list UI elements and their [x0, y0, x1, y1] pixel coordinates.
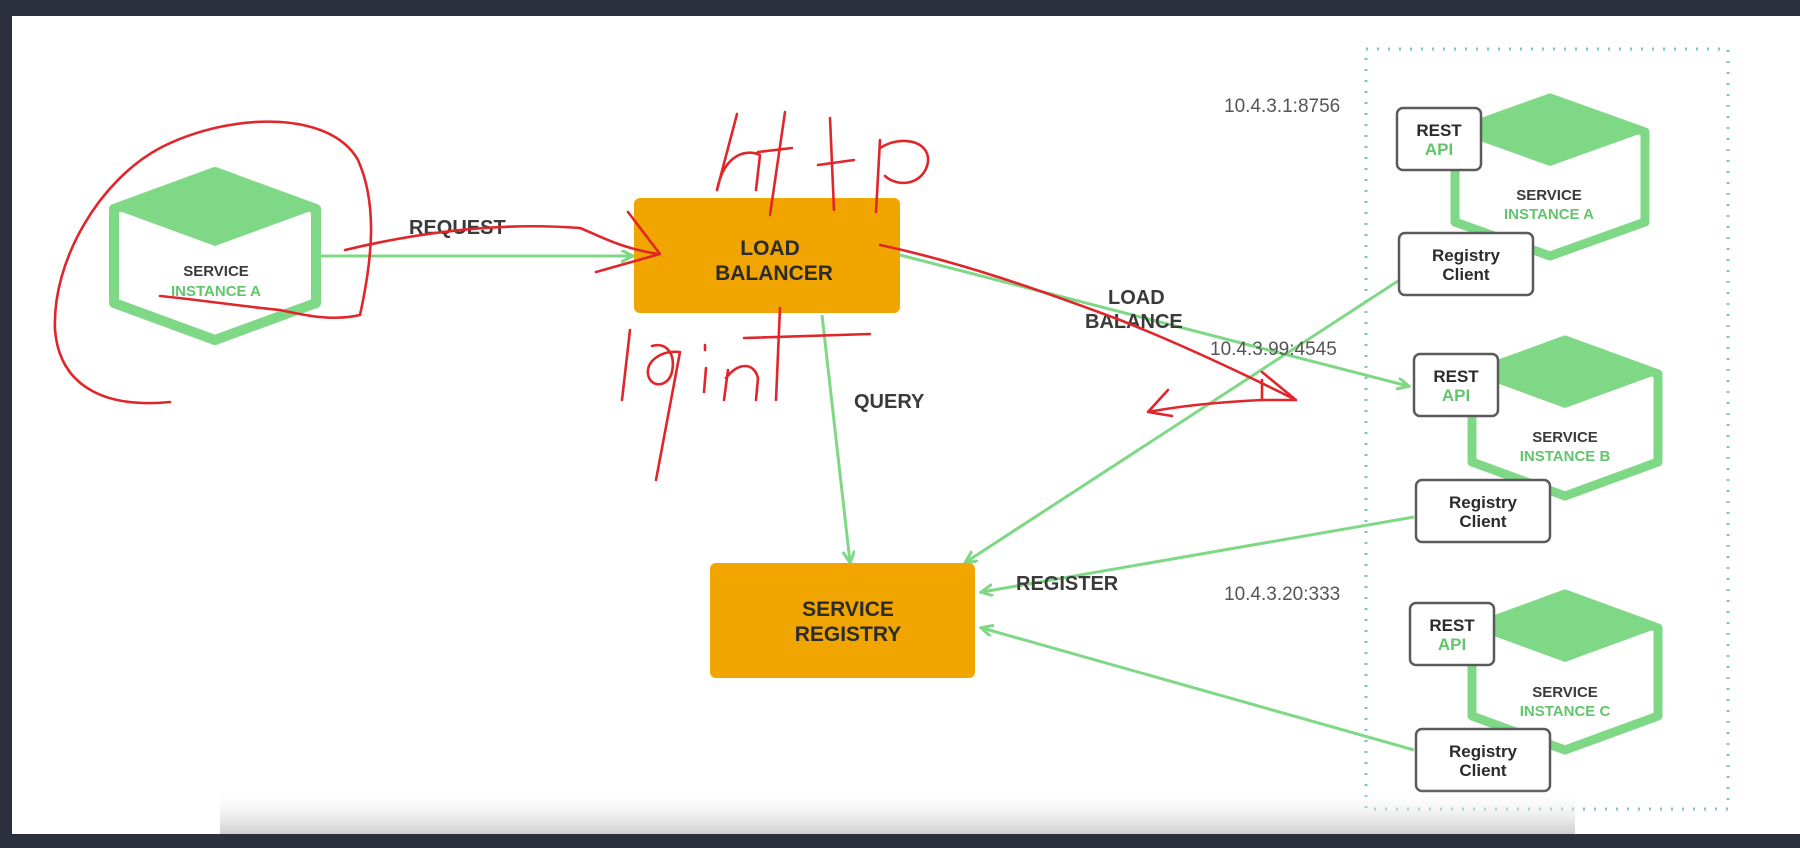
register-label: REGISTER [1016, 573, 1119, 595]
instance-a-service: SERVICE [1516, 187, 1582, 204]
instance-c-rest-api [1408, 601, 1496, 667]
instance-a-rest-label: REST [1416, 121, 1462, 140]
service-registry-line1: SERVICE [802, 598, 894, 621]
instance-c-registry-line1: Registry [1449, 742, 1518, 761]
load-balance-arrow [899, 253, 1408, 386]
instance-b-registry-client [1414, 478, 1552, 544]
instance-a-api-label: API [1425, 140, 1453, 159]
instance-b-api-label: API [1442, 386, 1470, 405]
bottom-fade-overlay [220, 788, 1575, 834]
instance-a-name: INSTANCE A [1504, 206, 1594, 223]
instance-b-registry-line1: Registry [1449, 493, 1518, 512]
client-service-line2: INSTANCE A [171, 283, 261, 300]
instance-a-registry-client [1397, 231, 1535, 297]
instance-b-registry-line2: Client [1459, 512, 1507, 531]
load-balance-label-line2: BALANCE [1085, 311, 1183, 333]
red-http-handwriting [715, 110, 930, 217]
service-instance-a: SERVICE INSTANCE A REST API Registry Cli… [1395, 93, 1650, 297]
red-circle-annotation [53, 120, 373, 405]
instance-c-service: SERVICE [1532, 684, 1598, 701]
register-arrow-c [982, 628, 1415, 752]
register-arrow-b [982, 515, 1415, 592]
load-balance-label-line1: LOAD [1108, 287, 1165, 309]
client-service-node: SERVICE INSTANCE A [109, 167, 321, 345]
instance-c-api-label: API [1438, 635, 1466, 654]
instance-a-registry-line2: Client [1442, 265, 1490, 284]
red-annotations [53, 110, 1298, 482]
instance-a-registry-line1: Registry [1432, 246, 1501, 265]
load-balancer-line1: LOAD [740, 237, 800, 260]
instance-c-registry-line2: Client [1459, 761, 1507, 780]
query-label: QUERY [854, 391, 925, 413]
red-request-arrow [343, 210, 662, 274]
register-arrow-a [966, 279, 1399, 562]
service-instance-b: SERVICE INSTANCE B REST API Registry Cli… [1412, 335, 1663, 544]
service-instance-c: SERVICE INSTANCE C REST API Registry Cli… [1408, 589, 1663, 793]
load-balancer-box: LOAD BALANCER [634, 198, 900, 313]
instance-c-rest-label: REST [1429, 616, 1475, 635]
red-small-arrow [1146, 388, 1264, 418]
service-registry-line2: REGISTRY [795, 623, 902, 646]
instance-c-ip: 10.4.3.20:333 [1224, 584, 1340, 605]
instance-b-name: INSTANCE B [1520, 448, 1611, 465]
red-load-balance-arrow [878, 243, 1298, 402]
instance-a-rest-api [1395, 106, 1483, 172]
service-registry-box: SERVICE REGISTRY [710, 563, 975, 678]
instance-b-rest-label: REST [1433, 367, 1479, 386]
instance-c-name: INSTANCE C [1520, 703, 1611, 720]
instance-b-ip: 10.4.3.99:4545 [1210, 339, 1337, 360]
load-balancer-line2: BALANCER [715, 262, 833, 285]
instance-a-ip: 10.4.3.1:8756 [1224, 96, 1340, 117]
client-service-line1: SERVICE [183, 263, 249, 280]
query-arrow [820, 314, 850, 562]
red-ligin-handwriting [620, 306, 872, 482]
instance-b-rest-api [1412, 352, 1500, 418]
instance-b-service: SERVICE [1532, 429, 1598, 446]
